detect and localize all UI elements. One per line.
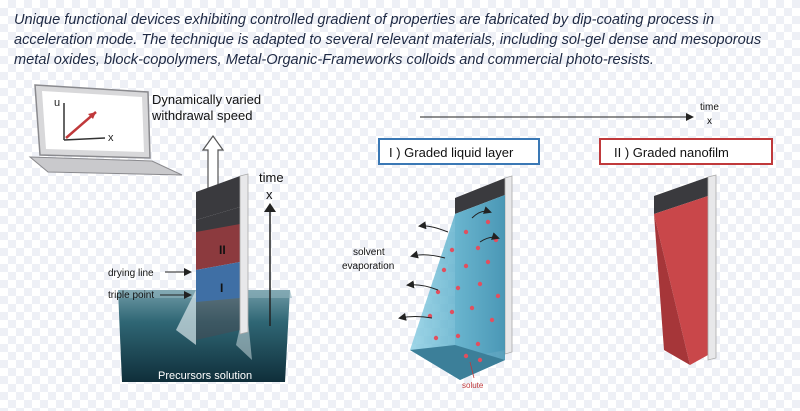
graded-liquid-substrate	[410, 175, 513, 380]
solute-particles	[427, 219, 501, 363]
nanofilm-layer	[654, 196, 708, 365]
graded-nanofilm-substrate	[654, 174, 717, 365]
laptop-icon: u x	[28, 84, 183, 176]
triple-point-label: triple point	[108, 290, 154, 301]
drying-line-label: drying line	[108, 268, 154, 279]
top-time-label: time	[700, 102, 719, 113]
graded-nanofilm-title: II ) Graded nanofilm	[614, 145, 729, 160]
solvent-label-line1: solvent	[353, 247, 385, 258]
graded-nanofilm-title-box	[599, 138, 773, 165]
region-two-band	[196, 224, 240, 270]
solute-pointer	[469, 361, 475, 379]
left-substrate: II I	[196, 173, 249, 340]
graded-liquid-title-box	[378, 138, 540, 165]
top-x-label: x	[707, 116, 712, 127]
laptop-u-label: u	[54, 97, 60, 109]
solution-label: Precursors solution	[158, 370, 252, 382]
withdrawal-title-line1: Dynamically varied	[152, 92, 261, 107]
left-time-label: time	[259, 170, 284, 185]
solvent-label-line2: evaporation	[342, 261, 394, 272]
solute-label: solute	[462, 381, 484, 390]
laptop-x-label: x	[108, 132, 114, 144]
graded-liquid-title: I ) Graded liquid layer	[389, 145, 514, 160]
laptop-x-axis	[63, 137, 106, 141]
region-one-label: I	[220, 281, 223, 295]
evaporation-arrows	[398, 206, 500, 321]
withdrawal-title-line2: withdrawal speed	[151, 108, 252, 123]
caption-text: Unique functional devices exhibiting con…	[14, 12, 762, 68]
region-one-band	[196, 262, 240, 302]
left-x-label: x	[266, 187, 273, 202]
substrate-top-region	[196, 176, 240, 220]
region-two-label: II	[219, 243, 226, 257]
